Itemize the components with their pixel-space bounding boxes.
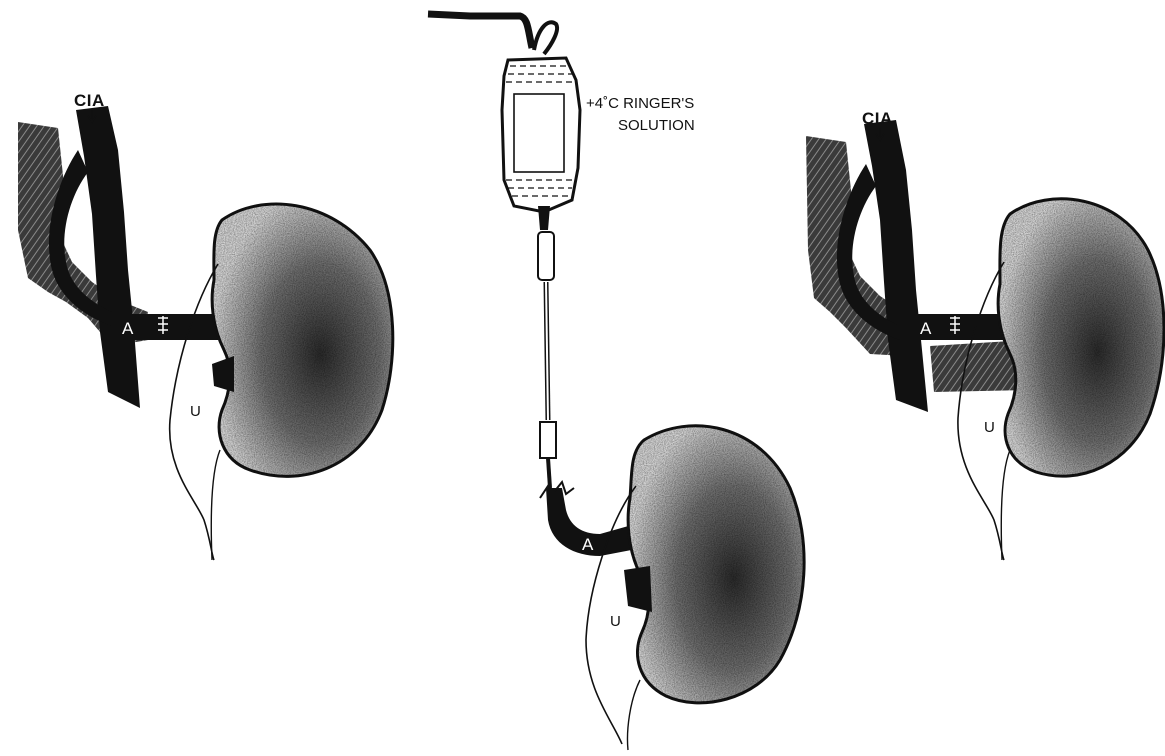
center-renal-vein [624, 566, 652, 612]
left-panel: CIA A U [18, 91, 393, 560]
left-ureter-inner [211, 450, 220, 560]
left-renal-vein [212, 356, 234, 392]
center-ureter-inner [628, 680, 641, 750]
iv-tubing-lower [548, 458, 550, 488]
right-cia-label: CIA [862, 109, 893, 128]
right-ureter-inner [1001, 450, 1010, 560]
iv-hanger-line [428, 14, 532, 48]
left-u-label: U [190, 403, 201, 420]
solution-label-line1: +4˚C RINGER'S [586, 95, 694, 112]
iv-connector [540, 422, 556, 458]
iv-bag-label-panel [514, 94, 564, 172]
right-cia-artery [864, 120, 928, 412]
solution-label-line2: SOLUTION [618, 117, 695, 134]
center-panel: +4˚C RINGER'S SOLUTION A U [428, 14, 804, 750]
iv-bag-outlet [538, 206, 550, 230]
left-a-label: A [122, 319, 134, 338]
right-kidney-texture [998, 199, 1164, 476]
iv-drip-chamber [538, 232, 554, 280]
center-u-label: U [610, 613, 621, 630]
right-u-label: U [984, 419, 995, 436]
left-cia-label: CIA [74, 91, 105, 110]
right-a-label: A [920, 319, 932, 338]
center-a-label: A [582, 535, 594, 554]
iv-hook [534, 22, 557, 54]
left-cia-artery [76, 106, 140, 408]
right-panel: CIA A U [806, 109, 1164, 560]
